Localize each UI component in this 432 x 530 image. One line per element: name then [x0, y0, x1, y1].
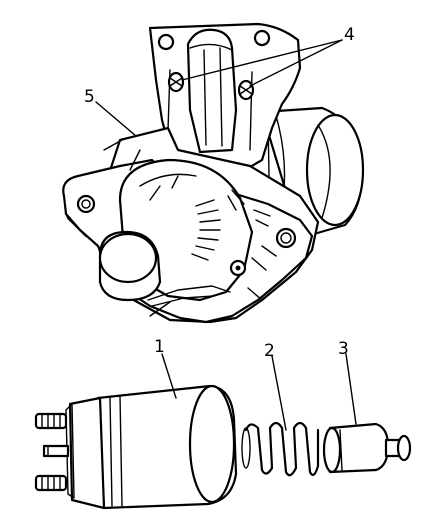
leader-lines	[95, 39, 357, 431]
callout-5: 5	[84, 87, 95, 107]
callout-1: 1	[154, 337, 165, 357]
bolt-right	[237, 79, 255, 101]
bolt-left	[167, 71, 185, 93]
terminal-stud-lower	[34, 474, 68, 492]
callout-4: 4	[344, 25, 355, 45]
terminal-stud-upper	[34, 412, 68, 430]
bracket-bolts	[167, 71, 255, 101]
callout-3: 3	[338, 339, 349, 359]
return-spring	[241, 421, 320, 477]
starter-motor-assembly	[62, 22, 365, 324]
callout-labels: 4 5 1 2 3	[84, 25, 355, 361]
housing-lower-detail	[147, 245, 277, 317]
spade-terminal	[42, 444, 70, 458]
plunger	[322, 422, 412, 474]
callout-2: 2	[264, 341, 275, 361]
solenoid-switch	[34, 384, 238, 510]
pinion-boss	[98, 230, 162, 302]
motor-housing	[260, 106, 365, 240]
